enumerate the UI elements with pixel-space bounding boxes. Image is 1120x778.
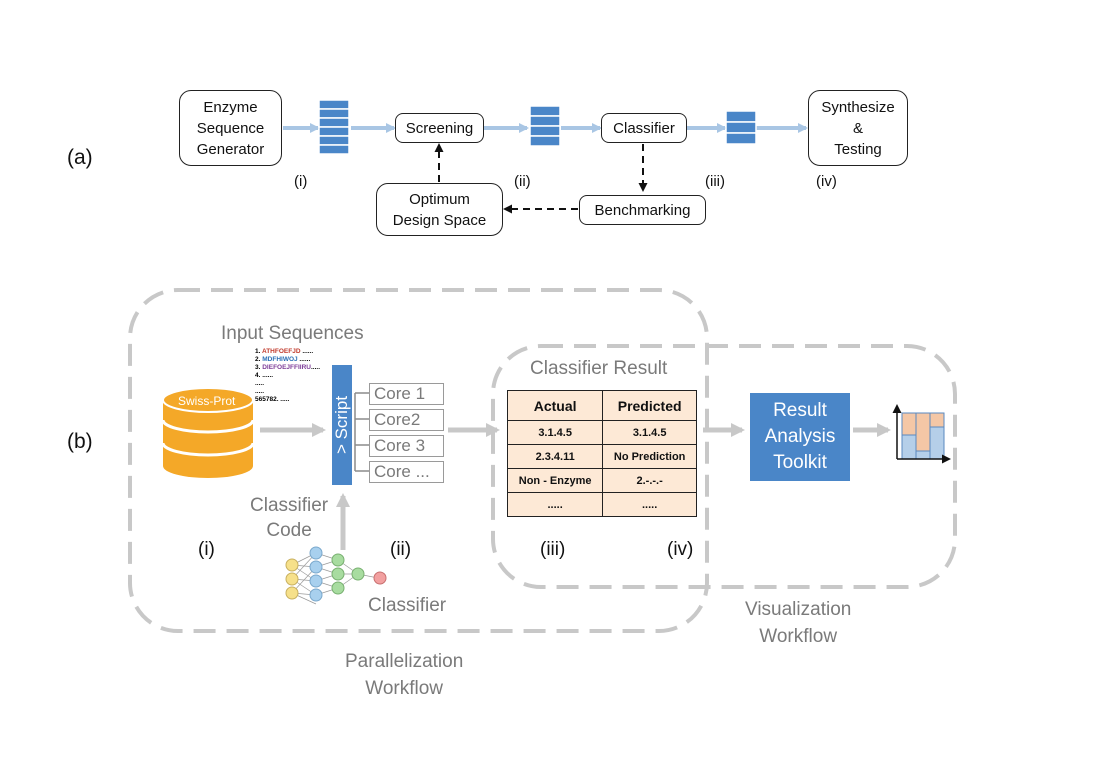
database-icon xyxy=(161,387,255,478)
panel-b-label: (b) xyxy=(67,430,93,453)
table-header-row: Actual Predicted xyxy=(506,390,697,421)
sequence-letters: DIEFOEJFFIIRU xyxy=(262,364,311,371)
panel-a-step-ii: (ii) xyxy=(514,173,531,190)
panel-a-label: (a) xyxy=(67,146,93,169)
table-cell: ..... xyxy=(602,492,697,517)
panel-b-gray-arrows xyxy=(260,423,891,550)
table-cell: Non - Enzyme xyxy=(506,468,604,493)
sequence-list: 1. ATHFOEFJD ...... 2. MDFHIWOJ ...... 3… xyxy=(255,348,320,404)
swissprot-label: Swiss-Prot xyxy=(178,394,236,408)
classifier-result-title: Classifier Result xyxy=(530,358,668,379)
input-sequences-title: Input Sequences xyxy=(221,323,364,344)
panel-b-step-ii: (ii) xyxy=(390,539,412,560)
table-row: Non - Enzyme 2.-.-.- xyxy=(506,468,697,493)
table-header-predicted: Predicted xyxy=(602,390,697,421)
panel-a-dashed-arrows xyxy=(434,143,648,214)
panel-b-step-i: (i) xyxy=(198,539,215,560)
sequence-letters: ATHFOEFJD xyxy=(262,348,301,355)
core-more: Core ... xyxy=(369,461,444,483)
synthesize-box: Synthesize & Testing xyxy=(808,90,908,166)
benchmarking-box: Benchmarking xyxy=(579,195,706,225)
classifier-result-table: Actual Predicted 3.1.4.5 3.1.4.5 2.3.4.1… xyxy=(506,390,697,517)
core-bracket xyxy=(354,392,369,472)
panel-a-step-i: (i) xyxy=(294,173,308,190)
panel-a-step-iv: (iv) xyxy=(816,173,837,190)
script-label: > Script xyxy=(332,395,351,455)
neural-network-icon xyxy=(285,546,387,605)
panel-b-step-iv: (iv) xyxy=(667,539,694,560)
sequence-item: 4. ...... xyxy=(255,372,274,379)
queue-stack-icon xyxy=(725,110,757,145)
classifier-box: Classifier xyxy=(601,113,687,143)
panel-a-step-iii: (iii) xyxy=(705,173,725,190)
script-bar xyxy=(332,365,352,485)
table-cell: 3.1.4.5 xyxy=(506,420,604,445)
table-cell: No Prediction xyxy=(602,444,697,469)
optimum-design-space-box: Optimum Design Space xyxy=(376,183,503,236)
sequence-item: 1. ATHFOEFJD ...... xyxy=(255,348,314,355)
table-cell: 2.3.4.11 xyxy=(506,444,604,469)
parallelization-workflow-label: Parallelization Workflow xyxy=(345,651,464,699)
sequence-item: ..... xyxy=(255,380,265,387)
table-header-actual: Actual xyxy=(506,390,604,421)
table-cell: ..... xyxy=(506,492,604,517)
core-2: Core2 xyxy=(369,409,444,431)
panel-b-step-iii: (iii) xyxy=(540,539,566,560)
queue-stack-icon xyxy=(318,99,350,155)
sequence-item: ..... xyxy=(255,388,265,395)
queue-stack-icon xyxy=(529,105,561,147)
table-row: 3.1.4.5 3.1.4.5 xyxy=(506,420,697,445)
table-cell: 2.-.-.- xyxy=(602,468,697,493)
core-1: Core 1 xyxy=(369,383,444,405)
table-row: 2.3.4.11 No Prediction xyxy=(506,444,697,469)
sequence-item: 3. DIEFOEJFFIIRU..... xyxy=(255,364,321,371)
result-analysis-toolkit: Result Analysis Toolkit xyxy=(750,393,850,481)
sequence-item: 565782. ..... xyxy=(255,396,290,403)
visualization-workflow-label: Visualization Workflow xyxy=(745,599,852,647)
classifier-label: Classifier xyxy=(368,595,447,616)
generator-box: Enzyme Sequence Generator xyxy=(179,90,282,166)
sequence-item: 2. MDFHIWOJ ...... xyxy=(255,356,311,363)
table-cell: 3.1.4.5 xyxy=(602,420,697,445)
core-3: Core 3 xyxy=(369,435,444,457)
classifier-code-label: Classifier Code xyxy=(250,495,329,541)
table-row: ..... ..... xyxy=(506,492,697,517)
stacked-bar-chart-icon xyxy=(892,404,951,464)
screening-box: Screening xyxy=(395,113,484,143)
sequence-letters: MDFHIWOJ xyxy=(262,356,298,363)
workflow-outlines xyxy=(128,288,957,633)
